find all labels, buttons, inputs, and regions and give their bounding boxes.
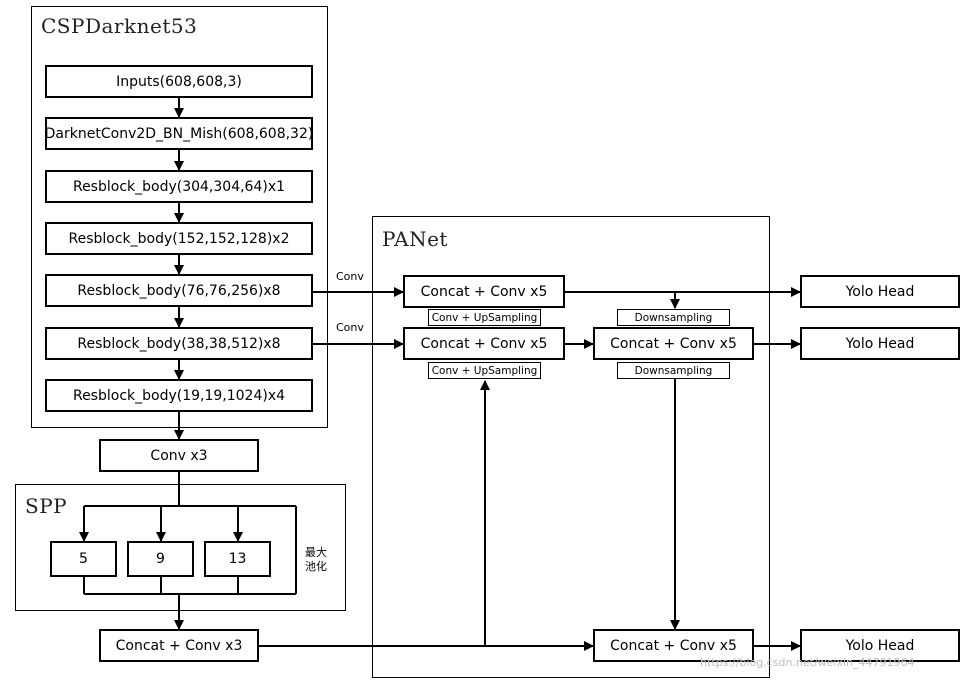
edge-label-conv-2: Conv xyxy=(336,321,364,334)
maxpool-13-node: 13 xyxy=(204,541,271,577)
resblock-19-node: Resblock_body(19,19,1024)x4 xyxy=(45,379,313,412)
resblock-76-node: Resblock_body(76,76,256)x8 xyxy=(45,274,313,307)
yolo-head-1: Yolo Head xyxy=(800,275,960,308)
edge-label-conv-1: Conv xyxy=(336,270,364,283)
maxpool-5-node: 5 xyxy=(50,541,117,577)
concat-conv-x3-node: Concat + Conv x3 xyxy=(99,629,259,662)
darknet-conv2d-node: DarknetConv2D_BN_Mish(608,608,32) xyxy=(45,117,313,150)
downsampling-tag-2: Downsampling xyxy=(617,362,730,379)
inputs-node: Inputs(608,608,3) xyxy=(45,65,313,98)
resblock-152-node: Resblock_body(152,152,128)x2 xyxy=(45,222,313,255)
max-pooling-note: 最大 池化 xyxy=(305,546,329,574)
watermark-text: https://blog.csdn.net/weixin_44791964 xyxy=(700,656,915,669)
yolo-head-3: Yolo Head xyxy=(800,629,960,662)
spp-title: SPP xyxy=(25,494,68,518)
panet-group xyxy=(372,216,770,678)
cspdarknet53-title: CSPDarknet53 xyxy=(41,14,198,38)
max-pooling-note-line2: 池化 xyxy=(305,560,327,573)
panet-concat-conv-x5-mid-left: Concat + Conv x5 xyxy=(403,327,565,360)
resblock-38-node: Resblock_body(38,38,512)x8 xyxy=(45,327,313,360)
conv-upsampling-tag-2: Conv + UpSampling xyxy=(428,362,541,379)
spp-group xyxy=(15,484,346,611)
panet-concat-conv-x5-top-left: Concat + Conv x5 xyxy=(403,275,565,308)
panet-title: PANet xyxy=(382,227,448,251)
panet-concat-conv-x5-mid-right: Concat + Conv x5 xyxy=(593,327,754,360)
downsampling-tag-1: Downsampling xyxy=(617,309,730,326)
conv-upsampling-tag-1: Conv + UpSampling xyxy=(428,309,541,326)
max-pooling-note-line1: 最大 xyxy=(305,546,327,559)
yolo-head-2: Yolo Head xyxy=(800,327,960,360)
resblock-304-node: Resblock_body(304,304,64)x1 xyxy=(45,170,313,203)
conv-x3-node: Conv x3 xyxy=(99,439,259,472)
panet-concat-conv-x5-bottom: Concat + Conv x5 xyxy=(593,629,754,662)
maxpool-9-node: 9 xyxy=(127,541,194,577)
